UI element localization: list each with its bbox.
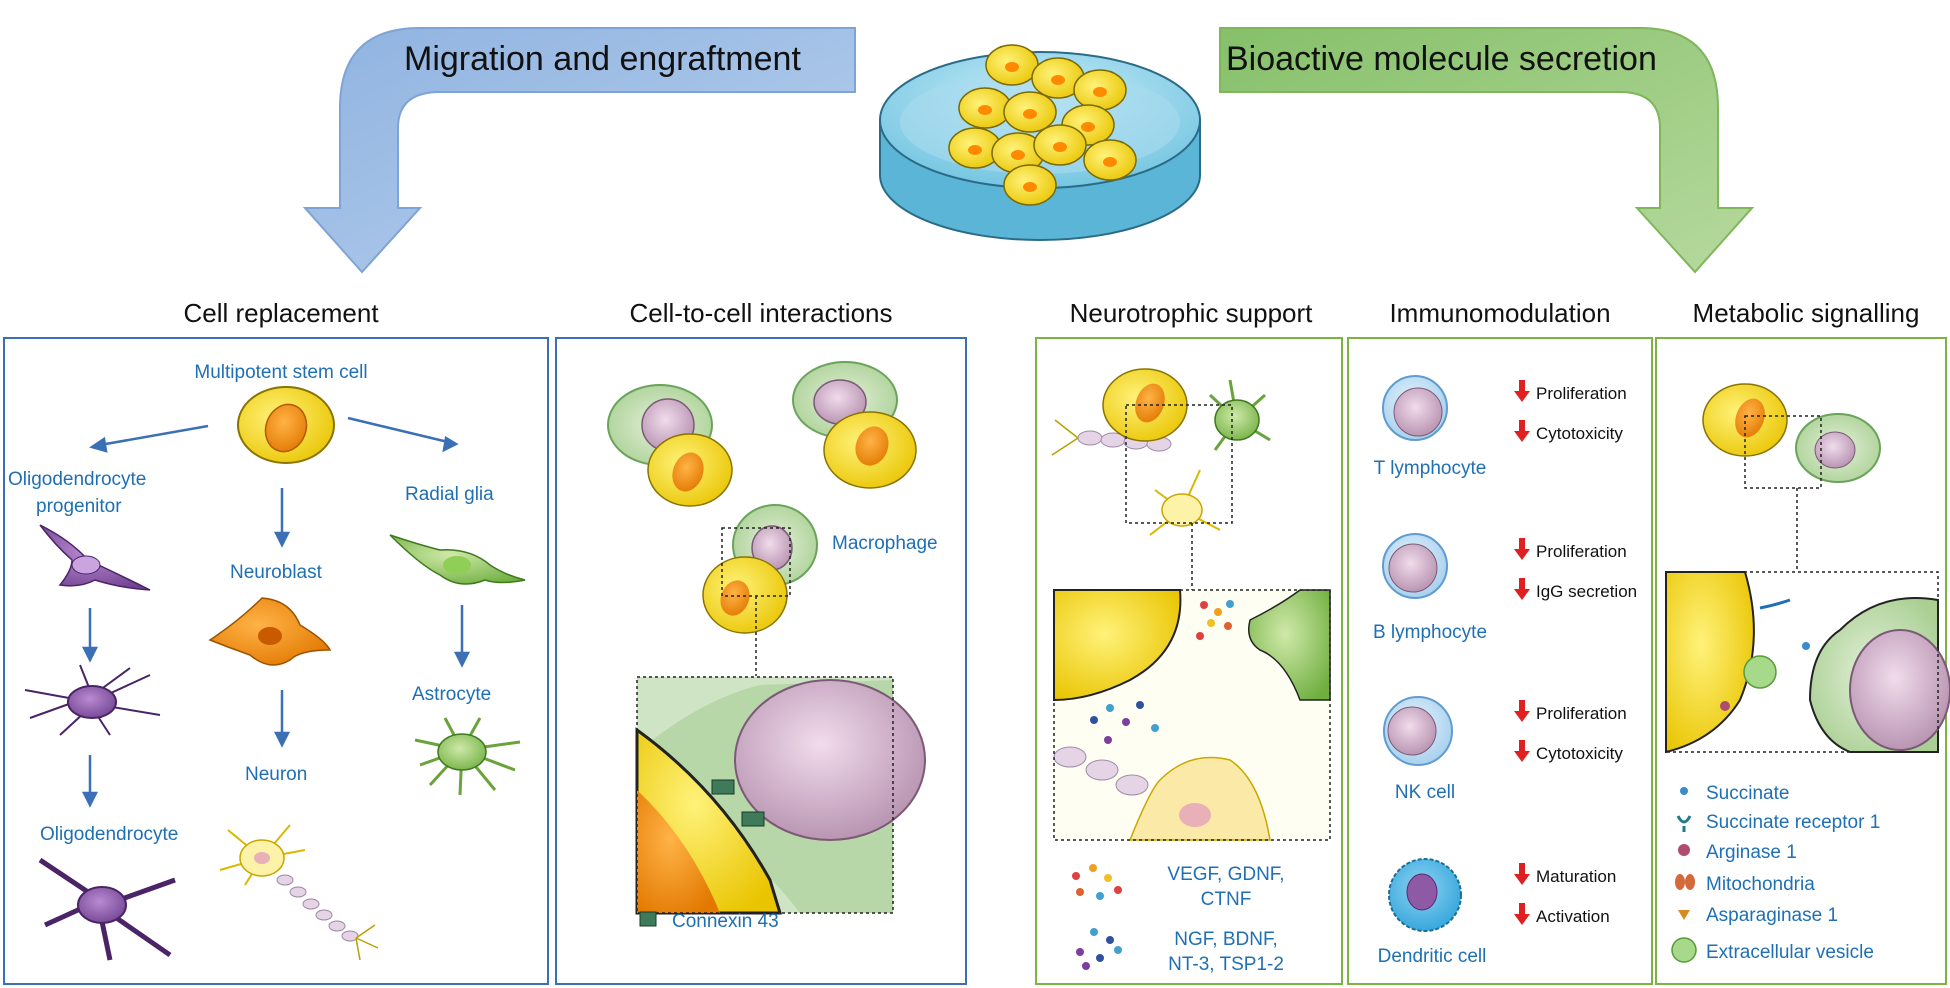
label-t-lymphocyte: T lymphocyte: [1374, 458, 1487, 479]
migration-arrow-label: Migration and engraftment: [404, 40, 801, 78]
legend-succinate: Succinate: [1706, 783, 1789, 804]
neuroblast-icon: [208, 597, 332, 666]
legend-arginase-icon: [1678, 844, 1690, 856]
panel-metabolic: [1655, 337, 1947, 985]
label-connexin-43: Connexin 43: [672, 911, 779, 932]
b-lymphocyte-icon: [1382, 533, 1448, 599]
t-lymphocyte-icon: [1382, 375, 1448, 441]
legend-asparaginase: Asparaginase 1: [1706, 905, 1838, 926]
petri-dish-icon: [879, 44, 1201, 241]
legend-succinate-receptor: Succinate receptor 1: [1706, 812, 1880, 833]
label-astrocyte: Astrocyte: [412, 684, 491, 705]
down-arrow-icon: [1514, 903, 1530, 925]
label-neuron: Neuron: [245, 764, 307, 785]
legend-succinate-receptor-icon: [1676, 815, 1692, 832]
radial-glia-icon: [389, 534, 526, 585]
nk-effect-1: Proliferation: [1536, 704, 1627, 723]
opc-cell-icon: [39, 524, 151, 591]
differentiation-arrows: [81, 416, 471, 808]
t-effect-2: Cytotoxicity: [1536, 424, 1623, 443]
panel-neurotrophic: [1035, 337, 1343, 985]
label-opc-line1: Oligodendrocyte: [8, 469, 146, 490]
oligodendrocyte-immature-icon: [24, 664, 161, 736]
dc-effect-1: Maturation: [1536, 867, 1616, 886]
macrophage-contact-icon: [702, 504, 818, 676]
down-arrow-icon: [1514, 380, 1530, 402]
legend-arginase: Arginase 1: [1706, 842, 1797, 863]
neurotrophic-overview-icon: [1051, 368, 1271, 590]
astrocyte-icon: [414, 717, 521, 796]
t-effect-1: Proliferation: [1536, 384, 1627, 403]
connexin-43-icon: [639, 911, 657, 927]
label-oligodendrocyte: Oligodendrocyte: [40, 824, 178, 845]
macrophage-stem-pair-icon: [792, 361, 917, 489]
migration-arrow: [302, 27, 856, 274]
label-macrophage: Macrophage: [832, 533, 938, 554]
nk-effect-2: Cytotoxicity: [1536, 744, 1623, 763]
stem-cell-icon: [237, 386, 335, 464]
label-factors-1-line1: VEGF, GDNF,: [1167, 864, 1284, 885]
trophic-factor-dots-1: [1072, 864, 1122, 900]
legend-mitochondria: Mitochondria: [1706, 874, 1815, 895]
legend-succinate-icon: [1680, 787, 1688, 795]
legend-asparaginase-icon: [1678, 910, 1690, 920]
down-arrow-icon: [1514, 538, 1530, 560]
label-b-lymphocyte: B lymphocyte: [1373, 622, 1487, 643]
legend-extracellular-vesicle-icon: [1671, 937, 1697, 963]
macrophage-cell-icon: [607, 384, 733, 507]
down-arrow-icon: [1514, 578, 1530, 600]
dc-effect-2: Activation: [1536, 907, 1610, 926]
title-neurotrophic: Neurotrophic support: [1070, 298, 1314, 328]
legend-mitochondria-icon: [1675, 874, 1695, 890]
secretion-arrow-label: Bioactive molecule secretion: [1226, 40, 1657, 78]
label-nk-cell: NK cell: [1395, 782, 1455, 803]
b-effect-2: IgG secretion: [1536, 582, 1637, 601]
label-factors-2-line2: NT-3, TSP1-2: [1168, 954, 1284, 975]
metabolic-zoom: [1665, 571, 1950, 754]
down-arrow-icon: [1514, 740, 1530, 762]
panel-cell-replacement: [3, 337, 549, 985]
label-dendritic-cell: Dendritic cell: [1378, 946, 1487, 967]
down-arrow-icon: [1514, 700, 1530, 722]
panel-immunomodulation: [1347, 337, 1653, 985]
trophic-factor-dots-2: [1076, 928, 1122, 970]
gap-junction-zoom: [635, 676, 926, 915]
panel-cell-interactions: [555, 337, 967, 985]
neurotrophic-zoom: [1053, 589, 1331, 841]
b-effect-1: Proliferation: [1536, 542, 1627, 561]
title-cell-replacement: Cell replacement: [183, 298, 379, 328]
dendritic-cell-icon: [1388, 858, 1462, 932]
title-immunomodulation: Immunomodulation: [1389, 298, 1610, 328]
nk-cell-icon: [1383, 696, 1453, 766]
title-cell-interactions: Cell-to-cell interactions: [630, 298, 893, 328]
title-metabolic: Metabolic signalling: [1693, 298, 1920, 328]
label-factors-1-line2: CTNF: [1201, 889, 1252, 910]
label-neuroblast: Neuroblast: [230, 562, 323, 583]
label-opc-line2: progenitor: [36, 496, 122, 517]
down-arrow-icon: [1514, 863, 1530, 885]
label-multipotent-stem-cell: Multipotent stem cell: [194, 362, 367, 383]
secretion-arrow: [1219, 27, 1755, 274]
label-factors-2-line1: NGF, BDNF,: [1174, 929, 1277, 950]
neuron-icon: [219, 824, 379, 961]
oligodendrocyte-icon: [38, 857, 176, 961]
label-radial-glia: Radial glia: [405, 484, 494, 505]
legend-extracellular-vesicle: Extracellular vesicle: [1706, 942, 1874, 963]
metabolic-overview-icon: [1702, 383, 1881, 572]
down-arrow-icon: [1514, 420, 1530, 442]
